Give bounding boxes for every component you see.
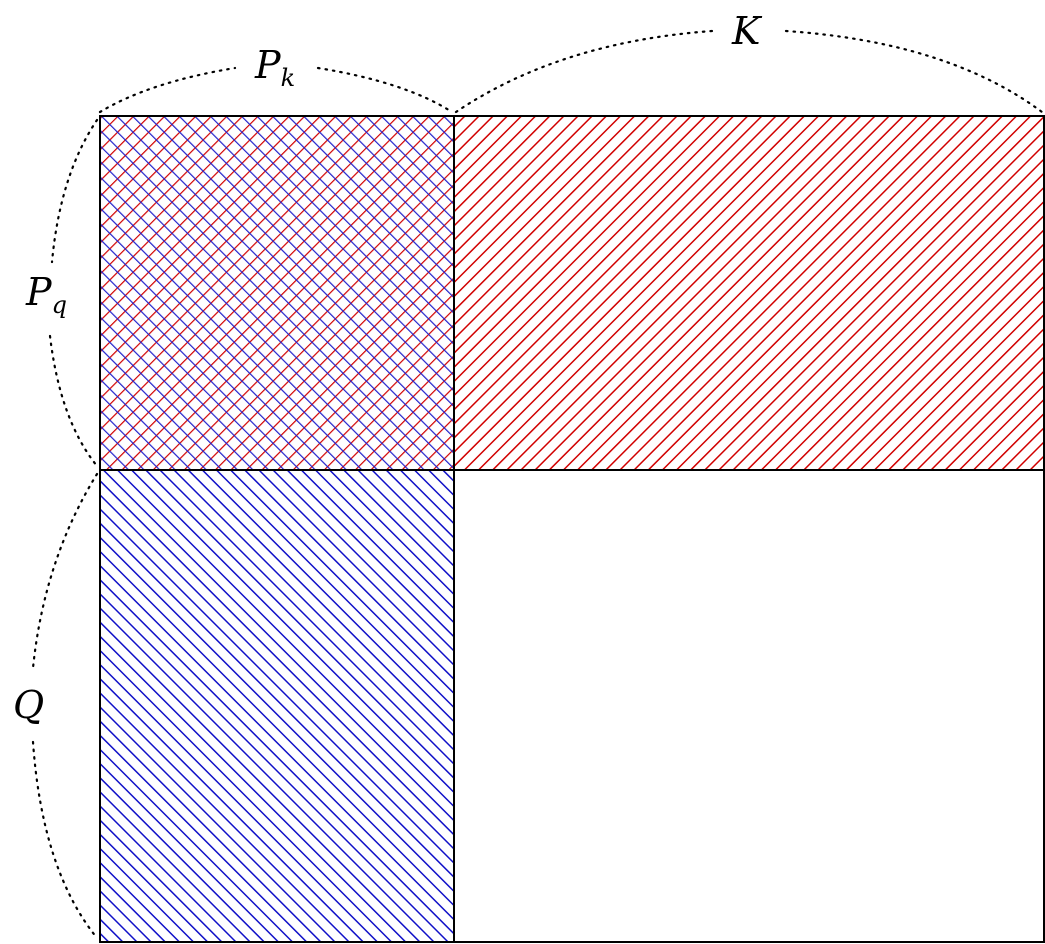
k-brace	[454, 29, 1044, 114]
pq-pk-block	[100, 116, 454, 470]
pk-brace	[98, 66, 454, 114]
pq-brace	[48, 118, 99, 468]
q-pk-block	[100, 470, 454, 942]
q-k-block	[454, 470, 1044, 942]
matrix-outline	[99, 115, 1045, 943]
q-brace	[31, 472, 99, 940]
k-label: K	[731, 9, 763, 53]
pk-label: Pk	[254, 43, 295, 92]
pq-label: Pq	[25, 270, 67, 319]
q-label: Q	[13, 683, 44, 727]
pq-k-block	[454, 116, 1044, 470]
